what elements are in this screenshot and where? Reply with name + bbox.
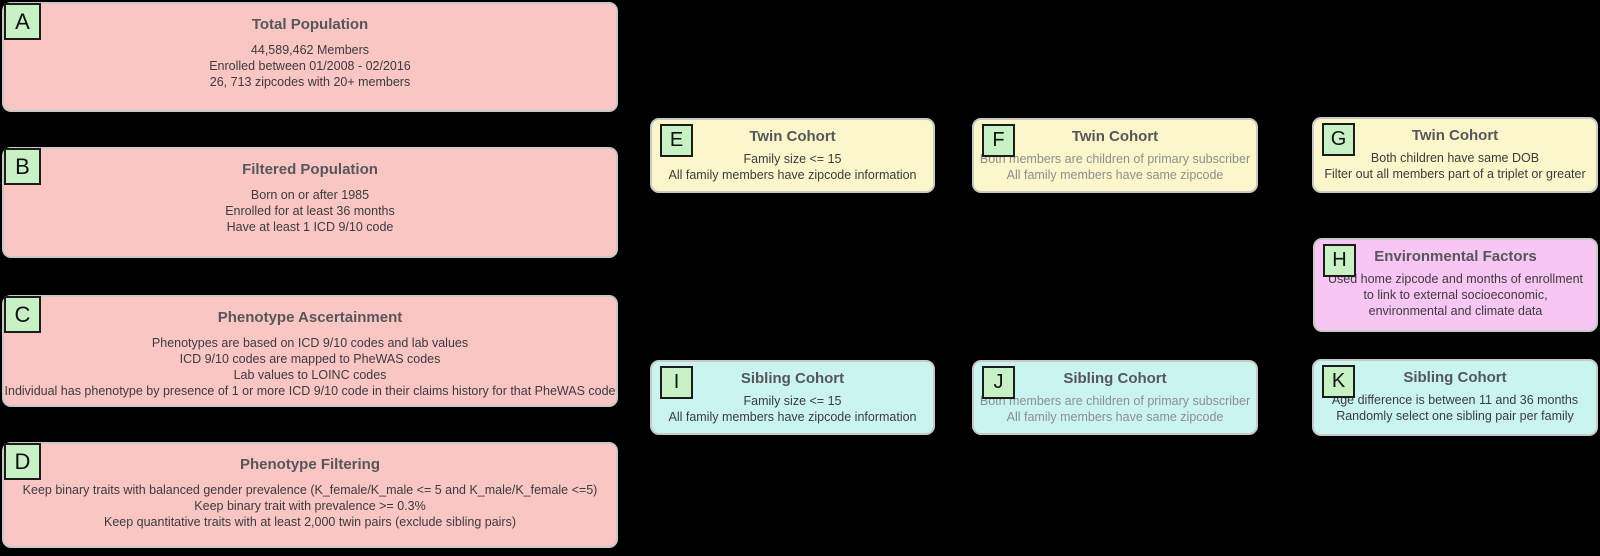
box-letter-badge: I (660, 366, 693, 399)
box-title: Sibling Cohort (1063, 370, 1167, 387)
box-text-line: Enrolled between 01/2008 - 02/2016 (209, 59, 411, 73)
box-text-line: Phenotypes are based on ICD 9/10 codes a… (151, 336, 469, 350)
box-text-line: Used home zipcode and months of enrollme… (1327, 272, 1583, 318)
box-text-line: Both members are children of primary sub… (979, 152, 1251, 166)
box-text-line: 26, 713 zipcodes with 20+ members (209, 75, 411, 89)
box-letter-badge: D (4, 443, 41, 480)
box-body: Both members are children of primary sub… (974, 393, 1256, 425)
box-text-line: Both children have same DOB (1370, 151, 1540, 165)
box-title: Sibling Cohort (740, 370, 845, 387)
box-letter-badge: J (982, 366, 1015, 399)
box-body: Family size <= 15 All family members have… (652, 151, 933, 183)
box-letter-badge: H (1323, 244, 1356, 277)
box-letter-badge: C (4, 296, 41, 333)
box-text-line: Age difference is between 11 and 36 mont… (1331, 393, 1579, 407)
box-text-line: Enrolled for at least 36 months (225, 204, 395, 218)
box-title: Phenotype Filtering (239, 456, 380, 473)
box-letter-badge: A (4, 3, 41, 40)
box-text-line: All family members have same zipcode (1006, 168, 1224, 182)
box-text-line: Filter out all members part of a triplet… (1324, 167, 1586, 181)
box-text-line: Family size <= 15 (743, 152, 842, 166)
box-text-line: Keep binary traits with balanced gender … (22, 483, 598, 497)
box-text-line: All family members have zipcode informat… (668, 410, 917, 424)
box-text-line: Family size <= 15 (743, 394, 842, 408)
box-text-line: Keep quantitative traits with at least 2… (103, 515, 517, 529)
box-body: Both members are children of primary sub… (974, 151, 1256, 183)
box-text-line: Keep binary trait with prevalence >= 0.3… (194, 499, 426, 513)
box-title: Twin Cohort (749, 128, 836, 145)
box-text-line: All family members have same zipcode (1006, 410, 1224, 424)
box-text-line: Lab values to LOINC codes (233, 368, 387, 382)
box-text-line: Randomly select one sibling pair per fam… (1336, 409, 1574, 423)
box-letter-badge: G (1322, 123, 1355, 156)
box-letter-badge: E (660, 124, 693, 157)
box-title: Twin Cohort (1071, 128, 1159, 145)
box-title: Environmental Factors (1374, 248, 1537, 265)
box-text-line: Both members are children of primary sub… (979, 394, 1251, 408)
box-title: Phenotype Ascertainment (217, 309, 403, 326)
box-body: Family size <= 15 All family members have… (652, 393, 933, 425)
box-text-line: 44,589,462 Members (250, 43, 370, 57)
box-body: Age difference is between 11 and 36 mont… (1314, 392, 1596, 424)
box-title: Sibling Cohort (1403, 369, 1507, 386)
box-text-line: Individual has phenotype by presence of … (4, 384, 616, 398)
box-body: Used home zipcode and months of enrollme… (1315, 271, 1596, 319)
box-text-line: Born on or after 1985 (250, 188, 370, 202)
box-text-line: ICD 9/10 codes are mapped to PheWAS code… (179, 352, 441, 366)
box-title: Twin Cohort (1411, 127, 1499, 144)
box-body: Keep binary traits with balanced gender … (4, 482, 616, 530)
box-letter-badge: F (982, 124, 1015, 157)
box-text-line: All family members have zipcode informat… (668, 168, 917, 182)
box-title: Total Population (251, 16, 369, 33)
box-body: Both children have same DOB Filter out al… (1314, 150, 1596, 182)
box-text-line: Have at least 1 ICD 9/10 code (226, 220, 394, 234)
box-letter-badge: K (1322, 365, 1355, 398)
box-title: Filtered Population (242, 161, 378, 178)
box-letter-badge: B (4, 148, 41, 185)
box-body: Phenotypes are based on ICD 9/10 codes a… (4, 335, 616, 399)
